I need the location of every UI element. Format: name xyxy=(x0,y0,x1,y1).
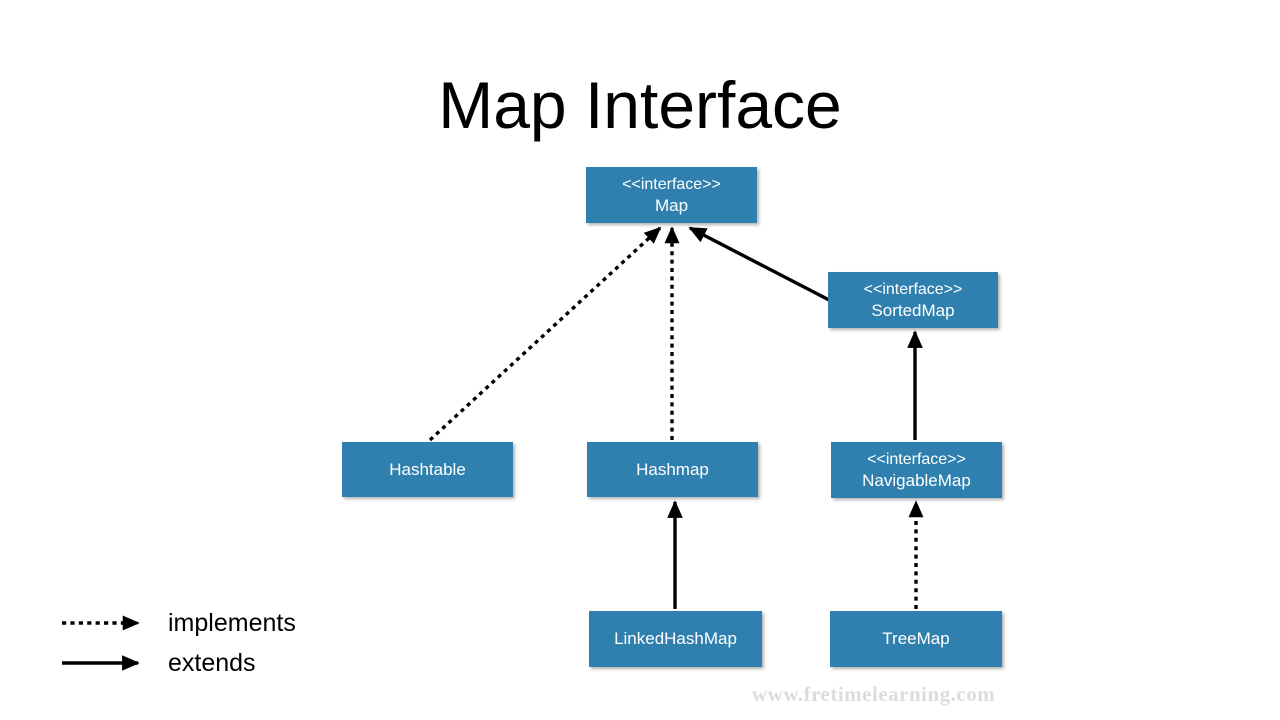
node-label: Map xyxy=(654,195,689,215)
node-label: SortedMap xyxy=(871,300,955,320)
legend-item-implements: implements xyxy=(60,609,296,637)
edge-sortedmap-to-map xyxy=(688,226,834,304)
node-sortedmap[interactable]: <<interface>> SortedMap xyxy=(828,272,998,328)
legend-label-implements: implements xyxy=(168,609,296,637)
node-label: TreeMap xyxy=(882,629,950,648)
node-hashtable[interactable]: Hashtable xyxy=(342,442,513,497)
solid-arrow-icon xyxy=(62,655,140,671)
node-label: Hashmap xyxy=(636,459,709,479)
node-hashmap[interactable]: Hashmap xyxy=(587,442,758,497)
node-label: LinkedHashMap xyxy=(614,629,737,648)
node-label: Hashtable xyxy=(389,459,466,479)
node-navigablemap[interactable]: <<interface>> NavigableMap xyxy=(831,442,1002,498)
node-stereotype: <<interface>> xyxy=(622,175,721,193)
legend-label-extends: extends xyxy=(168,649,256,677)
node-linkedhashmap[interactable]: LinkedHashMap xyxy=(589,611,762,667)
page-title: Map Interface xyxy=(438,68,842,142)
node-stereotype: <<interface>> xyxy=(867,450,966,468)
node-stereotype: <<interface>> xyxy=(863,280,963,298)
node-map[interactable]: <<interface>> Map xyxy=(586,167,757,223)
node-label: NavigableMap xyxy=(862,470,971,490)
legend-item-extends: extends xyxy=(60,649,256,677)
edge-hashtable-to-map xyxy=(428,226,662,442)
node-treemap[interactable]: TreeMap xyxy=(830,611,1002,667)
watermark: www.fretimelearning.com xyxy=(752,682,996,706)
